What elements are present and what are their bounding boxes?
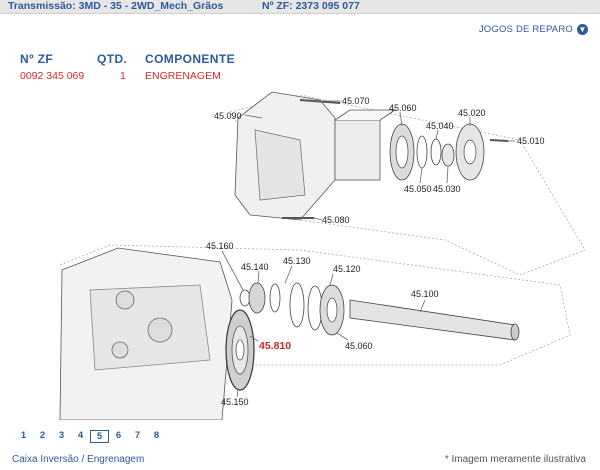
callout-45080: 45.080 [322,215,350,225]
circle-down-arrow-icon: ▼ [577,24,588,35]
repair-kits-label: JOGOS DE REPARO [478,24,573,35]
page-7[interactable]: 7 [134,430,141,441]
housing-bearing-seat [334,119,381,181]
shaft-shape [349,299,516,341]
column-header-component: COMPONENTE [145,52,236,66]
callout-45090: 45.090 [214,111,242,121]
callout-45140: 45.140 [241,262,269,272]
cell-component: ENGRENAGEM [145,70,221,82]
page-8[interactable]: 8 [153,430,160,441]
exploded-parts-diagram: 45.070 45.090 45.060 45.020 45.040 45.01… [59,91,586,420]
cell-zf-number[interactable]: 0092 345 069 [20,70,85,82]
callout-45010: 45.010 [517,136,545,146]
callout-45160: 45.160 [206,241,234,251]
page-4[interactable]: 4 [77,430,84,441]
callout-45100: 45.100 [411,289,439,299]
transmission-title: Transmissão: 3MD - 35 - 2WD_Mech_Grãos [8,0,224,12]
callout-45060-lower: 45.060 [345,341,373,351]
page-selector: 1 2 3 4 5 6 7 8 [14,430,166,443]
page-1[interactable]: 1 [20,430,27,441]
zf-number: Nº ZF: 2373 095 077 [262,0,360,12]
callout-45060-upper: 45.060 [389,103,417,113]
header-bar: Transmissão: 3MD - 35 - 2WD_Mech_Grãos N… [0,0,600,14]
callout-45020: 45.020 [458,108,486,118]
page-2[interactable]: 2 [39,430,46,441]
lower-assembly-outline [59,244,571,420]
cell-quantity: 1 [120,70,126,82]
callout-45050: 45.050 [404,184,432,194]
callout-45810-highlight: 45.810 [259,340,291,352]
page-3[interactable]: 3 [58,430,65,441]
repair-kits-link[interactable]: JOGOS DE REPARO ▼ [479,24,588,35]
column-header-zf: Nº ZF [20,52,54,66]
callout-45040: 45.040 [426,121,454,131]
page-6[interactable]: 6 [115,430,122,441]
breadcrumb: Caixa Inversão / Engrenagem [12,454,145,465]
callout-45150: 45.150 [221,397,249,407]
page-5-active[interactable]: 5 [90,430,109,443]
callout-45130: 45.130 [283,256,311,266]
callout-45070: 45.070 [342,96,370,106]
small-gear-shape [248,282,266,314]
column-header-qty: QTD. [97,52,128,66]
callout-45030: 45.030 [433,184,461,194]
callout-45120: 45.120 [333,264,361,274]
illustration-note: * Imagem meramente ilustrativa [444,454,586,465]
